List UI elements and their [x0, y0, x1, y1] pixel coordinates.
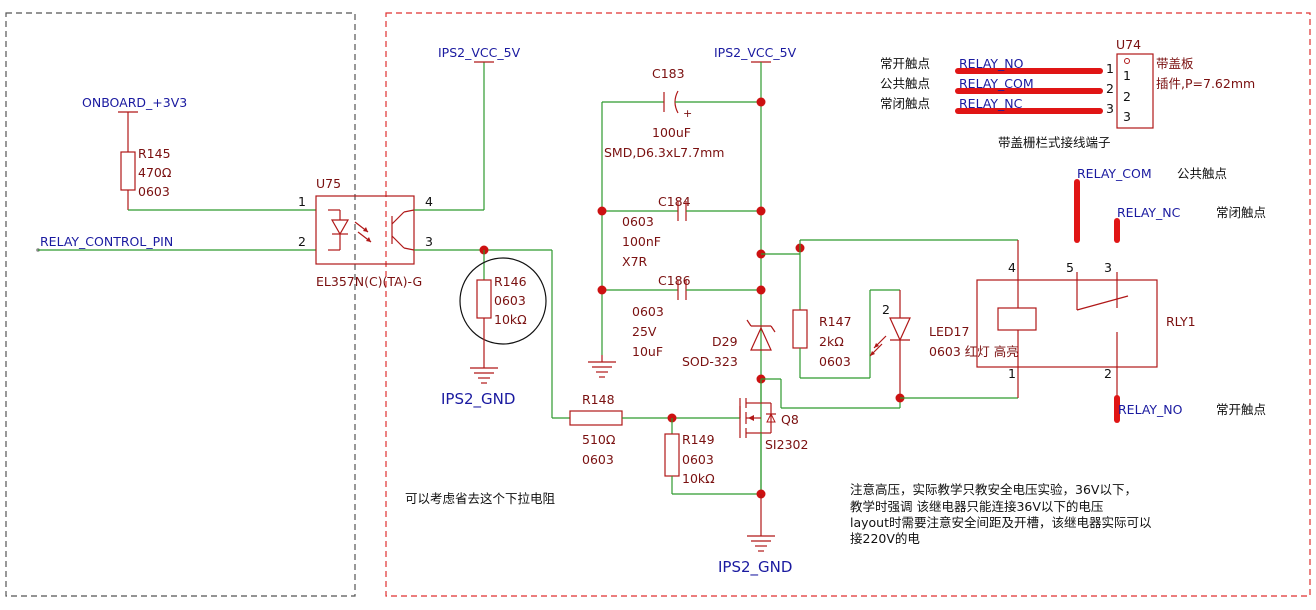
d29-symbol: [750, 326, 772, 351]
led17-ref: LED17: [929, 324, 969, 339]
svg-text:1: 1: [1106, 61, 1114, 76]
r147-body: [792, 309, 808, 349]
svg-text:2: 2: [298, 234, 306, 249]
net-vcc-1: IPS2_VCC_5V: [438, 45, 521, 60]
rly-net-no: RELAY_NO: [1118, 402, 1183, 417]
c184-ref: C184: [658, 194, 691, 209]
svg-text:1: 1: [1123, 68, 1131, 83]
rly-com-label: 公共触点: [1177, 166, 1227, 181]
pulldown-note: 可以考虑省去这个下拉电阻: [405, 491, 556, 506]
r149-ref: R149: [682, 432, 715, 447]
low-voltage-region: [5, 12, 356, 597]
warning-line-1: 注意高压，实际教学只教安全电压实验，36V以下，: [850, 482, 1137, 497]
warning-line-4: 接220V的电: [850, 531, 920, 546]
rly-net-com: RELAY_COM: [1077, 166, 1152, 181]
u75-ref: U75: [316, 176, 341, 191]
c186-value: 10uF: [632, 344, 663, 359]
rly1-body: [976, 279, 1158, 368]
net-vcc-2: IPS2_VCC_5V: [714, 45, 797, 60]
d29-ref: D29: [712, 334, 738, 349]
u74-net-com: RELAY_COM: [959, 76, 1034, 91]
u75-part: EL357N(C)(TA)-G: [316, 274, 422, 289]
u74-caption: 带盖栅栏式接线端子: [998, 135, 1111, 150]
c184-value: 100nF: [622, 234, 661, 249]
svg-text:3: 3: [1123, 109, 1131, 124]
u74-note1: 带盖板: [1156, 56, 1194, 71]
svg-text:1: 1: [298, 194, 306, 209]
c184-pkg: 0603: [622, 214, 654, 229]
svg-text:5: 5: [1066, 260, 1074, 275]
c186-voltage: 25V: [632, 324, 657, 339]
c186-ref: C186: [658, 273, 691, 288]
rly-no-label: 常开触点: [1216, 402, 1266, 417]
c183-value: 100uF: [652, 125, 691, 140]
r146-pkg: 0603: [494, 293, 526, 308]
r148-body: [569, 410, 623, 426]
net-gnd-1: IPS2_GND: [441, 390, 515, 409]
r147-ref: R147: [819, 314, 852, 329]
r147-value: 2kΩ: [819, 334, 844, 349]
r146-highlight-circle: [459, 257, 547, 345]
r145-pkg: 0603: [138, 184, 170, 199]
high-voltage-region: [385, 12, 1311, 597]
u75-body: [315, 195, 415, 265]
r149-body: [664, 433, 680, 477]
u74-net-no: RELAY_NO: [959, 56, 1024, 71]
u74-body: [1116, 53, 1154, 129]
q8-ref: Q8: [781, 412, 799, 427]
u74-no-label: 常开触点: [880, 56, 930, 71]
warning-line-3: layout时需要注意安全间距及开槽，该继电器实际可以: [850, 515, 1152, 530]
svg-text:2: 2: [882, 302, 890, 317]
q8-part: SI2302: [765, 437, 808, 452]
r149-value: 10kΩ: [682, 471, 715, 486]
svg-text:2: 2: [1123, 89, 1131, 104]
c183-ref: C183: [652, 66, 685, 81]
svg-text:4: 4: [1008, 260, 1016, 275]
c186-pkg: 0603: [632, 304, 664, 319]
d29-pkg: SOD-323: [682, 354, 738, 369]
r149-pkg: 0603: [682, 452, 714, 467]
r145-ref: R145: [138, 146, 171, 161]
u74-com-label: 公共触点: [880, 76, 930, 91]
svg-text:3: 3: [425, 234, 433, 249]
rly1-coil: [997, 307, 1037, 331]
c183-pkg: SMD,D6.3xL7.7mm: [604, 145, 724, 160]
u74-ref: U74: [1116, 37, 1141, 52]
net-onboard-3v3: ONBOARD_+3V3: [82, 95, 187, 110]
r146-value: 10kΩ: [494, 312, 527, 327]
led17-symbol: [889, 317, 911, 342]
c184-dielectric: X7R: [622, 254, 648, 269]
svg-text:2: 2: [1104, 366, 1112, 381]
rly-net-nc: RELAY_NC: [1117, 205, 1181, 220]
u74-net-nc: RELAY_NC: [959, 96, 1023, 111]
u74-nc-label: 常闭触点: [880, 96, 930, 111]
svg-text:+: +: [683, 107, 692, 120]
svg-text:4: 4: [425, 194, 433, 209]
warning-line-2: 教学时强调 该继电器只能连接36V以下的电压: [850, 499, 1103, 514]
svg-text:2: 2: [1106, 81, 1114, 96]
r146-ref: R146: [494, 274, 527, 289]
led17-desc: 0603 红灯 高亮: [929, 344, 1019, 359]
r145-body: [120, 151, 136, 191]
net-gnd-2: IPS2_GND: [718, 558, 792, 577]
r148-pkg: 0603: [582, 452, 614, 467]
svg-text:3: 3: [1106, 101, 1114, 116]
r147-pkg: 0603: [819, 354, 851, 369]
svg-text:3: 3: [1104, 260, 1112, 275]
r145-value: 470Ω: [138, 165, 172, 180]
rly-nc-label: 常闭触点: [1216, 205, 1266, 220]
r146-body: [476, 279, 492, 319]
rly1-ref: RLY1: [1166, 314, 1196, 329]
net-relay-control-pin: RELAY_CONTROL_PIN: [40, 234, 173, 249]
svg-text:1: 1: [1008, 366, 1016, 381]
u74-note2: 插件,P=7.62mm: [1156, 76, 1255, 91]
r148-ref: R148: [582, 392, 615, 407]
r148-value: 510Ω: [582, 432, 616, 447]
